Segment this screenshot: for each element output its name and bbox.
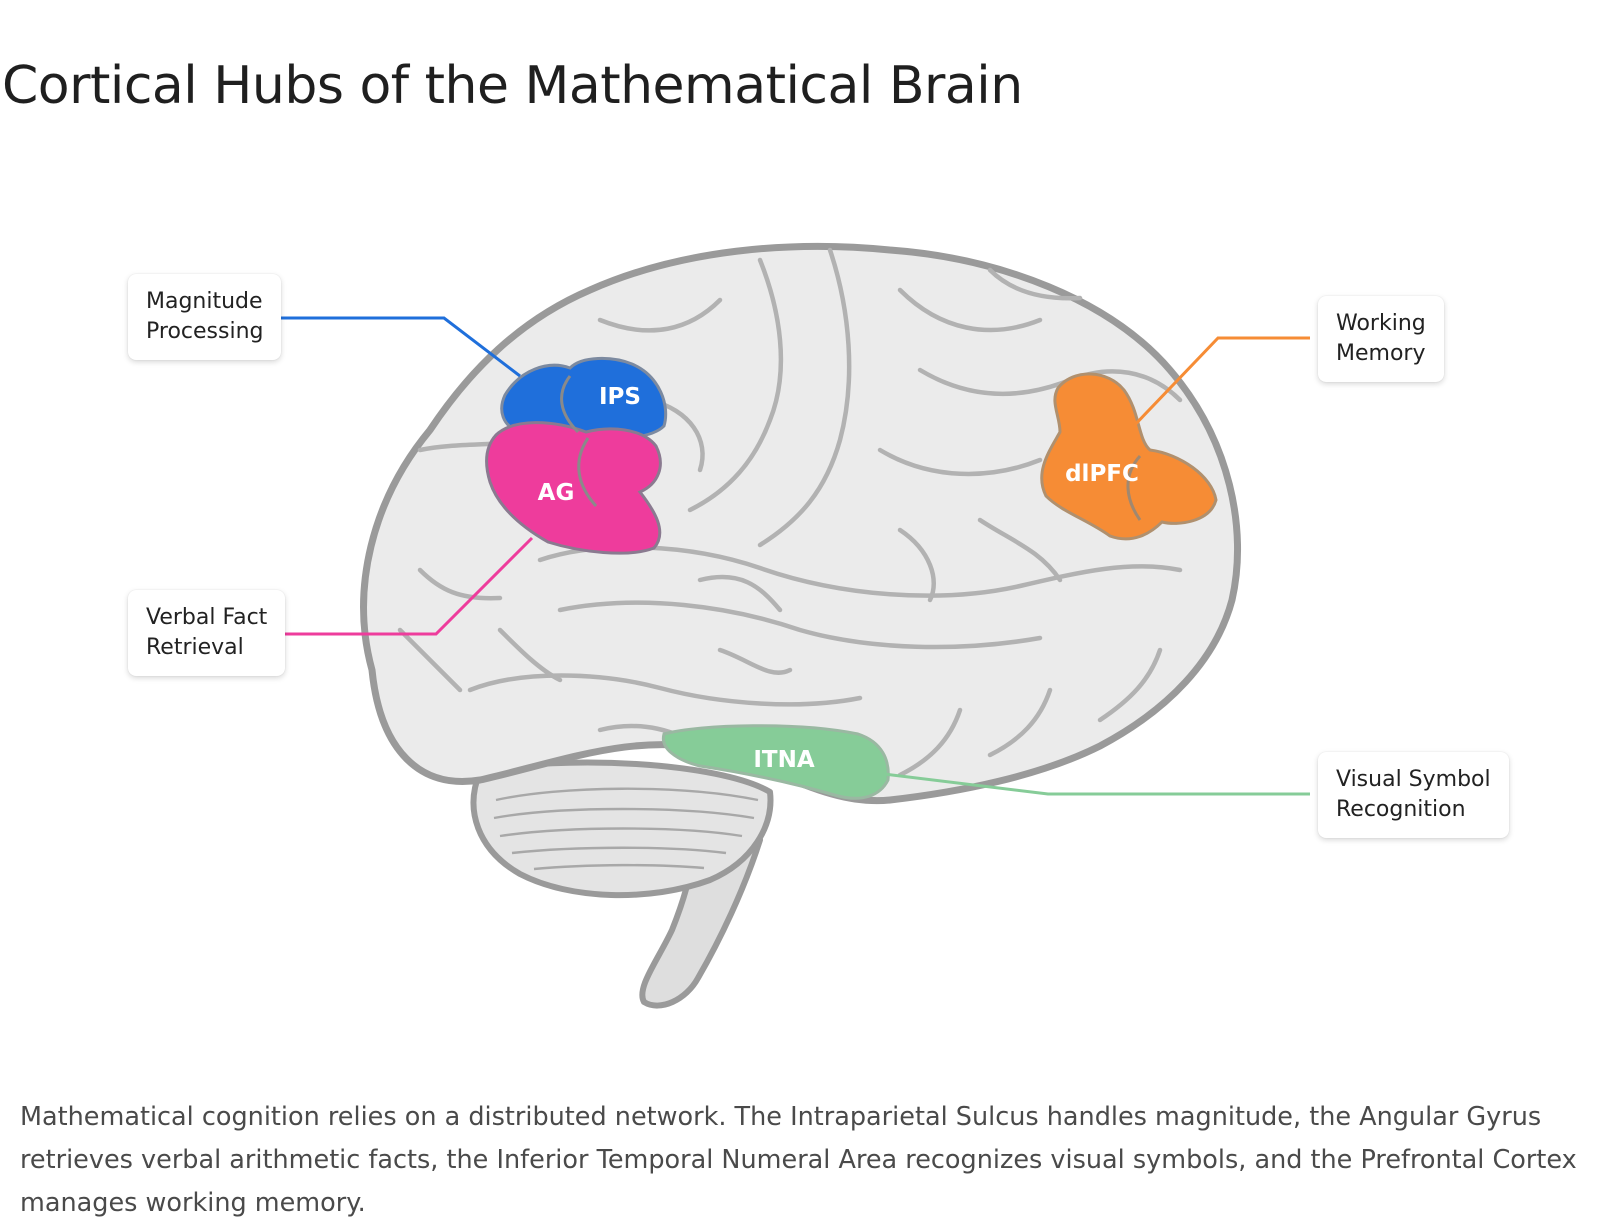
verbal-label-line-1: Verbal Fact [146,605,268,630]
ag-label: AG [538,480,575,506]
working-label-line-2: Memory [1336,341,1426,366]
ag-fold [577,437,598,508]
magnitude-leader-line [280,316,521,378]
visual-leader-line [883,772,1310,796]
verbal-leader-line [280,536,534,636]
magnitude-processing-label: Magnitude Processing [128,274,282,360]
visual-label-line-2: Recognition [1336,797,1466,822]
working-leader-line [1126,336,1310,434]
working-memory-label: Working Memory [1318,296,1444,382]
magnitude-label-line-2: Processing [146,319,264,344]
itna-label: ITNA [753,747,814,773]
visual-symbol-recognition-label: Visual Symbol Recognition [1318,752,1509,838]
magnitude-label-line-1: Magnitude [146,289,263,314]
visual-label-line-1: Visual Symbol [1336,767,1491,792]
verbal-fact-retrieval-label: Verbal Fact Retrieval [128,590,286,676]
working-label-line-1: Working [1336,311,1426,336]
dlpfc-region [1040,372,1218,541]
ips-label: IPS [599,384,641,410]
ips-fold [560,375,580,434]
brain-diagram: IPS AG dlPFC ITNA Magnitude Processing V… [0,150,1600,1050]
cerebellum-folia [493,787,759,871]
dlpfc-fold [1126,454,1142,521]
brain-illustration: IPS AG dlPFC ITNA [280,242,1310,1009]
figure-caption: Mathematical cognition relies on a distr… [20,1102,1577,1218]
verbal-label-line-2: Retrieval [146,635,244,660]
ag-region [485,421,662,555]
page-title: Cortical Hubs of the Mathematical Brain [2,56,1023,116]
itna-region [661,724,890,800]
dlpfc-label: dlPFC [1065,461,1139,487]
